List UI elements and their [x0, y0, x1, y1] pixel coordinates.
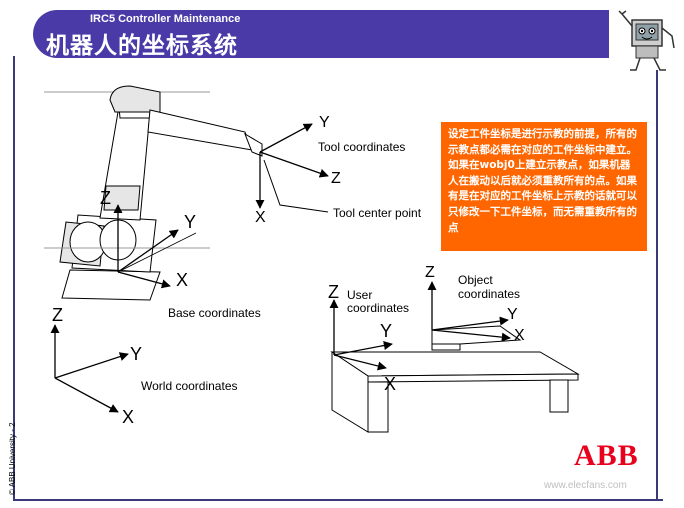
work-table [330, 325, 580, 433]
tool-x-label: X [255, 209, 266, 226]
tool-y-label: Y [319, 114, 330, 131]
object-coordinates-label: Object coordinates [458, 273, 521, 301]
object-y-label: Y [507, 306, 518, 323]
user-coordinates-label: User coordinates [347, 288, 410, 315]
abb-logo: ABB [574, 439, 639, 472]
tool-coordinate-axes [255, 123, 329, 213]
world-z-label: Z [52, 305, 63, 325]
user-coordinate-axes [329, 299, 393, 371]
watermark: www.elecfans.com [544, 480, 627, 491]
tool-coordinates-label: Tool coordinates [318, 140, 406, 154]
frame-right-border [656, 70, 658, 500]
world-x-label: X [122, 407, 135, 427]
base-coordinate-axes [113, 204, 197, 289]
user-z-label: Z [328, 282, 339, 302]
base-y-label: Y [184, 212, 197, 232]
base-coordinates-label: Base coordinates [168, 306, 261, 320]
tool-center-point-label: Tool center point [333, 206, 422, 220]
world-coordinate-axes [50, 324, 129, 413]
note-box: 设定工件坐标是进行示教的前提，所有的示教点都必需在对应的工件坐标中建立。如果在w… [441, 122, 647, 251]
object-coordinate-axes [427, 281, 511, 342]
cartoon-computer-icon [618, 10, 675, 71]
object-x-label: X [514, 327, 525, 344]
frame-left-border [13, 56, 15, 501]
header-bar [33, 10, 609, 58]
object-z-label: Z [425, 264, 435, 281]
base-x-label: X [176, 270, 189, 290]
world-y-label: Y [130, 344, 143, 364]
slide-title: 机器人的坐标系统 [46, 33, 238, 59]
frame-bottom-border [13, 499, 663, 501]
robot-illustration [44, 85, 263, 301]
world-coordinates-label: World coordinates [141, 379, 238, 393]
course-title: IRC5 Controller Maintenance [90, 13, 241, 25]
base-z-label: Z [100, 188, 111, 208]
user-x-label: X [384, 374, 397, 394]
tool-z-label: Z [331, 170, 341, 187]
user-y-label: Y [380, 321, 393, 341]
